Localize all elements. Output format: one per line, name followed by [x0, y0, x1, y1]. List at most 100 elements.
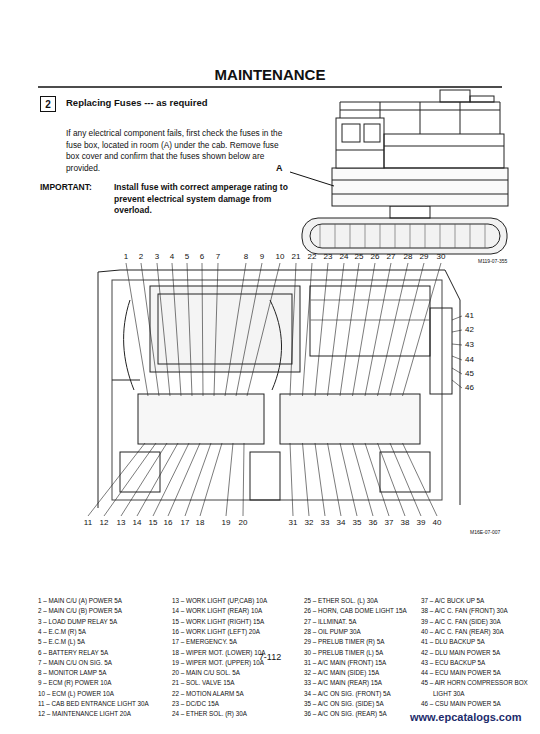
fuse-list-item: 38 – A/C C. FAN (FRONT) 30A — [421, 606, 540, 616]
fuse-list-item: 37 – A/C BUCK UP 5A — [421, 596, 540, 606]
leader-line — [137, 443, 178, 516]
leader-line — [378, 443, 406, 516]
fuse-list-item: 34 – A/C ON SIG. (FRONT) 5A — [304, 689, 433, 699]
leader-line — [290, 443, 293, 516]
leader-line — [247, 263, 280, 396]
fuse-list-item: 42 – DLU MAIN POWER 5A — [421, 648, 540, 658]
callout-number: 29 — [415, 252, 433, 262]
leader-line — [365, 443, 389, 516]
callout-number: 36 — [364, 518, 382, 528]
leader-line — [168, 443, 200, 516]
leader-line — [452, 344, 462, 345]
fuse-list-item: 27 – ILLMINAT. 5A — [304, 617, 433, 627]
location-letter: A — [276, 163, 283, 174]
callout-number: 38 — [396, 518, 414, 528]
fuse-list-item: 19 – WIPER MOT. (UPPER) 10A — [172, 658, 316, 668]
figure-code: M119-07-355 — [478, 258, 507, 264]
leader-line — [315, 263, 328, 396]
callout-number: 42 — [465, 325, 474, 335]
callout-number: 9 — [253, 252, 271, 262]
fuse-list-item: 12 – MAINTENANCE LIGHT 20A — [38, 709, 184, 719]
callout-number: 7 — [209, 252, 227, 262]
leader-line — [452, 356, 462, 360]
fuse-list-item: 32 – A/C MAIN (SIDE) 15A — [304, 668, 433, 678]
callout-number: 2 — [132, 252, 150, 262]
callout-number: 22 — [303, 252, 321, 262]
fuse-list-item: 45 – AIR HORN COMPRESSOR BOX LIGHT 30A — [421, 678, 540, 699]
leader-line — [88, 443, 145, 516]
callout-number: 24 — [335, 252, 353, 262]
instruction-text: If any electrical component fails, first… — [66, 128, 292, 174]
fuse-list-item: 44 – ECU MAIN POWER 5A — [421, 668, 540, 678]
leader-line — [390, 443, 421, 516]
fuse-list-item: 40 – A/C C. FAN (REAR) 30A — [421, 627, 540, 637]
callout-number: 46 — [465, 383, 474, 393]
page-title: MAINTENANCE — [0, 66, 540, 84]
callout-number: 31 — [284, 518, 302, 528]
page-number: 7-112 — [0, 652, 540, 663]
fuse-list-item: 3 – LOAD DUMP RELAY 5A — [38, 617, 184, 627]
callout-number: 12 — [95, 518, 113, 528]
fuse-list-item: 29 – PRELUB TIMER (R) 5A — [304, 637, 433, 647]
fuse-list-item: 28 – OIL PUMP 30A — [304, 627, 433, 637]
leader-line — [452, 316, 462, 320]
callout-number: 20 — [234, 518, 252, 528]
fuse-list-item: 6 – BATTERY RELAY 5A — [38, 648, 184, 658]
callout-number: 35 — [348, 518, 366, 528]
callout-number: 27 — [382, 252, 400, 262]
fuse-list-item: 18 – WIPER MOT. (LOWER) 10A — [172, 648, 316, 658]
fuse-list-item: 22 – MOTION ALARM 5A — [172, 689, 316, 699]
leader-line — [104, 443, 156, 516]
fuse-list-item: 26 – HORN, CAB DOME LIGHT 15A — [304, 606, 433, 616]
step-number-box: 2 — [40, 96, 56, 112]
callout-number: 25 — [350, 252, 368, 262]
leader-line — [328, 443, 342, 516]
fuse-list-item: 17 – EMERGENCY. 5A — [172, 637, 316, 647]
fuse-list-item: 4 – E.C.M (R) 5A — [38, 627, 184, 637]
leader-line — [303, 443, 310, 516]
figure-code: M16E-07-007 — [470, 529, 500, 535]
leader-line — [202, 263, 203, 396]
leader-line — [390, 263, 424, 396]
callout-number: 45 — [465, 369, 474, 379]
callout-number: 41 — [465, 311, 474, 321]
leader-line — [303, 263, 313, 396]
leader-line — [403, 443, 438, 516]
leader-line — [185, 443, 211, 516]
important-text: Install fuse with correct amperage ratin… — [114, 182, 290, 217]
leader-line — [172, 263, 181, 396]
leader-line — [452, 330, 462, 332]
fuse-list-item: 10 – ECM (L) POWER 10A — [38, 689, 184, 699]
callout-number: 5 — [178, 252, 196, 262]
section-heading: Replacing Fuses --- as required — [66, 97, 207, 108]
leader-line — [378, 263, 409, 396]
callout-number: 1 — [117, 252, 135, 262]
callout-number: 37 — [380, 518, 398, 528]
machine-illustration — [290, 90, 508, 254]
callout-number: 23 — [319, 252, 337, 262]
leader-line — [365, 263, 391, 396]
leader-line — [452, 368, 462, 374]
callout-number: 44 — [465, 355, 474, 365]
watermark: www.epcatalogs.com — [410, 711, 521, 724]
leader-line — [225, 263, 246, 396]
callout-number: 10 — [271, 252, 289, 262]
callout-number: 15 — [144, 518, 162, 528]
leader-line — [340, 443, 357, 516]
leader-line — [187, 263, 192, 396]
fuse-list-item: 39 – A/C C. FAN (SIDE) 30A — [421, 617, 540, 627]
fuse-list-item: 8 – MONITOR LAMP 5A — [38, 668, 184, 678]
leader-lines — [88, 263, 462, 516]
fuse-list-item: 15 – WORK LIGHT (RIGHT) 15A — [172, 617, 316, 627]
fuse-list-item: 21 – SOL. VALVE 15A — [172, 678, 316, 688]
fuse-list-item: 46 – CSU MAIN POWER 5A — [421, 699, 540, 709]
important-label: IMPORTANT: — [40, 182, 92, 192]
leader-line — [157, 263, 170, 396]
callout-number: 6 — [193, 252, 211, 262]
callout-number: 18 — [191, 518, 209, 528]
fuse-list-item: 33 – A/C MAIN (REAR) 15A — [304, 678, 433, 688]
fuse-list-item: 41 – DLU BACKUP 5A — [421, 637, 540, 647]
callout-number: 14 — [128, 518, 146, 528]
callout-number: 40 — [428, 518, 446, 528]
fuse-list-item: 1 – MAIN C/U (A) POWER 5A — [38, 596, 184, 606]
